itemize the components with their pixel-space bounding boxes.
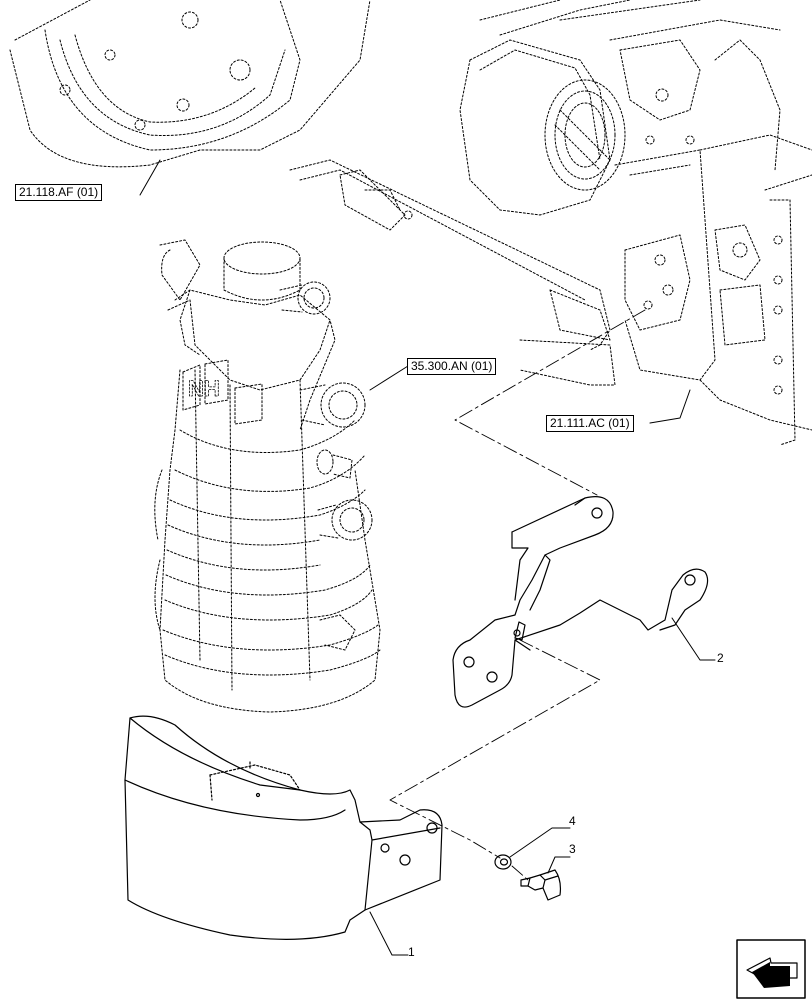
next-page-arrow-icon[interactable] (736, 939, 806, 999)
bracket-part-2 (452, 496, 709, 708)
reference-21-111-ac[interactable]: 21.111.AC (01) (546, 415, 634, 432)
callout-part-3: 3 (569, 842, 576, 856)
accumulator-logo (182, 359, 263, 425)
washer-part-4 (494, 854, 512, 870)
callout-part-4: 4 (569, 814, 576, 828)
assembly-lines (389, 309, 646, 881)
reference-35-300-an[interactable]: 35.300.AN (01) (407, 358, 497, 375)
callout-part-2: 2 (717, 651, 724, 665)
leader-lines (139, 159, 716, 956)
shield-part-1 (124, 715, 443, 940)
bolt-part-3 (520, 869, 562, 901)
reference-21-118-af[interactable]: 21.118.AF (01) (15, 184, 103, 201)
callout-part-1: 1 (408, 945, 415, 959)
accumulator-logo-text: NH (188, 376, 220, 401)
transmission-housing (9, 0, 616, 386)
gearbox-block (459, 0, 812, 446)
accumulator (154, 239, 381, 713)
